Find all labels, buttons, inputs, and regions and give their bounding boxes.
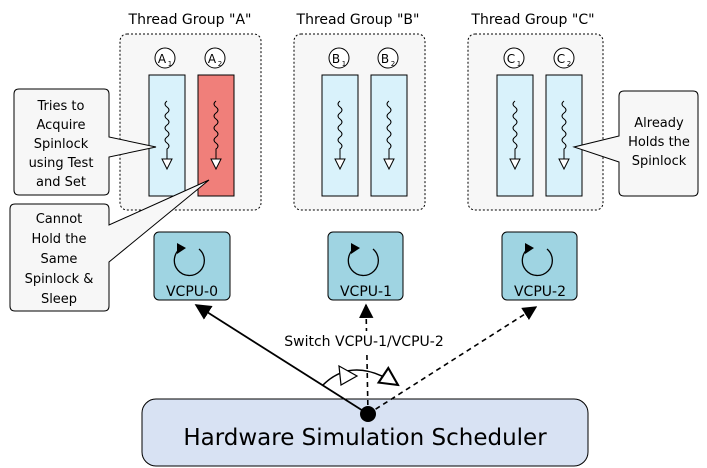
callout-already-holds: Already Holds the Spinlock xyxy=(572,90,699,197)
svg-text:VCPU-2: VCPU-2 xyxy=(514,284,566,300)
svg-text:B: B xyxy=(332,52,340,66)
svg-text:Switch VCPU-1/VCPU-2: Switch VCPU-1/VCPU-2 xyxy=(284,334,443,350)
thread-group-a: Thread Group "A" A 1 A 2 xyxy=(119,12,262,211)
thread-squiggle-icon xyxy=(512,100,518,159)
callout-tries-acquire: Tries to Acquire Spinlock using Test and… xyxy=(13,88,157,196)
svg-text:Hold the: Hold the xyxy=(31,232,86,247)
thread-c1: C 1 xyxy=(496,47,534,197)
svg-text:VCPU-1: VCPU-1 xyxy=(340,284,392,300)
thread-b1: B 1 xyxy=(321,47,359,197)
thread-a2: A 2 xyxy=(197,47,235,197)
svg-text:B: B xyxy=(381,52,389,66)
hardware-simulation-scheduler: Hardware Simulation Scheduler xyxy=(141,398,589,467)
svg-text:Hardware Simulation Scheduler: Hardware Simulation Scheduler xyxy=(183,425,547,451)
svg-text:and Set: and Set xyxy=(36,175,86,190)
thread-squiggle-icon xyxy=(337,100,343,159)
svg-text:VCPU-0: VCPU-0 xyxy=(166,284,218,300)
callout-cannot-hold: Cannot Hold the Same Spinlock & Sleep xyxy=(9,179,210,312)
svg-text:1: 1 xyxy=(168,60,172,68)
thread-c2: C 2 xyxy=(545,47,583,197)
group-title: Thread Group "A" xyxy=(128,12,252,28)
group-title: Thread Group "C" xyxy=(470,12,594,28)
svg-text:2: 2 xyxy=(218,60,222,68)
svg-text:Cannot: Cannot xyxy=(36,212,83,227)
thread-a1: A 1 xyxy=(148,47,186,197)
svg-text:Spinlock: Spinlock xyxy=(34,137,89,152)
vcpu-1: VCPU-1 xyxy=(327,231,404,301)
svg-text:A: A xyxy=(158,52,167,66)
svg-text:Spinlock: Spinlock xyxy=(632,154,687,169)
cycle-arrow-icon xyxy=(173,247,205,277)
thread-b2: B 2 xyxy=(370,47,408,197)
svg-text:C: C xyxy=(507,52,515,66)
svg-text:Sleep: Sleep xyxy=(41,292,77,307)
svg-text:1: 1 xyxy=(342,60,346,68)
thread-squiggle-icon xyxy=(386,100,392,159)
cycle-arrow-icon xyxy=(347,247,379,277)
vcpu-2: VCPU-2 xyxy=(501,231,578,301)
switch-arc-icon xyxy=(322,370,398,385)
svg-text:2: 2 xyxy=(391,60,395,68)
svg-text:Tries to: Tries to xyxy=(37,99,85,114)
vcpu-0: VCPU-0 xyxy=(153,231,231,301)
svg-text:using Test: using Test xyxy=(29,156,94,171)
svg-text:Acquire: Acquire xyxy=(37,118,86,133)
svg-text:Same: Same xyxy=(41,252,78,267)
svg-text:Holds the: Holds the xyxy=(628,135,690,150)
svg-text:C: C xyxy=(557,52,565,66)
cycle-arrow-icon xyxy=(521,247,553,277)
thread-squiggle-icon xyxy=(213,100,219,159)
svg-text:A: A xyxy=(208,52,217,66)
thread-group-b: Thread Group "B" B 1 B 2 xyxy=(293,12,426,211)
svg-text:Already: Already xyxy=(634,116,684,131)
svg-text:Spinlock &: Spinlock & xyxy=(25,272,94,287)
group-title: Thread Group "B" xyxy=(296,12,420,28)
thread-group-c: Thread Group "C" C 1 C 2 xyxy=(467,12,604,211)
switch-label: Switch VCPU-1/VCPU-2 xyxy=(273,331,456,351)
thread-squiggle-icon xyxy=(164,100,170,159)
thread-squiggle-icon xyxy=(561,100,567,159)
svg-text:2: 2 xyxy=(567,60,571,68)
scheduling-arrows xyxy=(194,303,538,422)
svg-text:1: 1 xyxy=(517,60,521,68)
